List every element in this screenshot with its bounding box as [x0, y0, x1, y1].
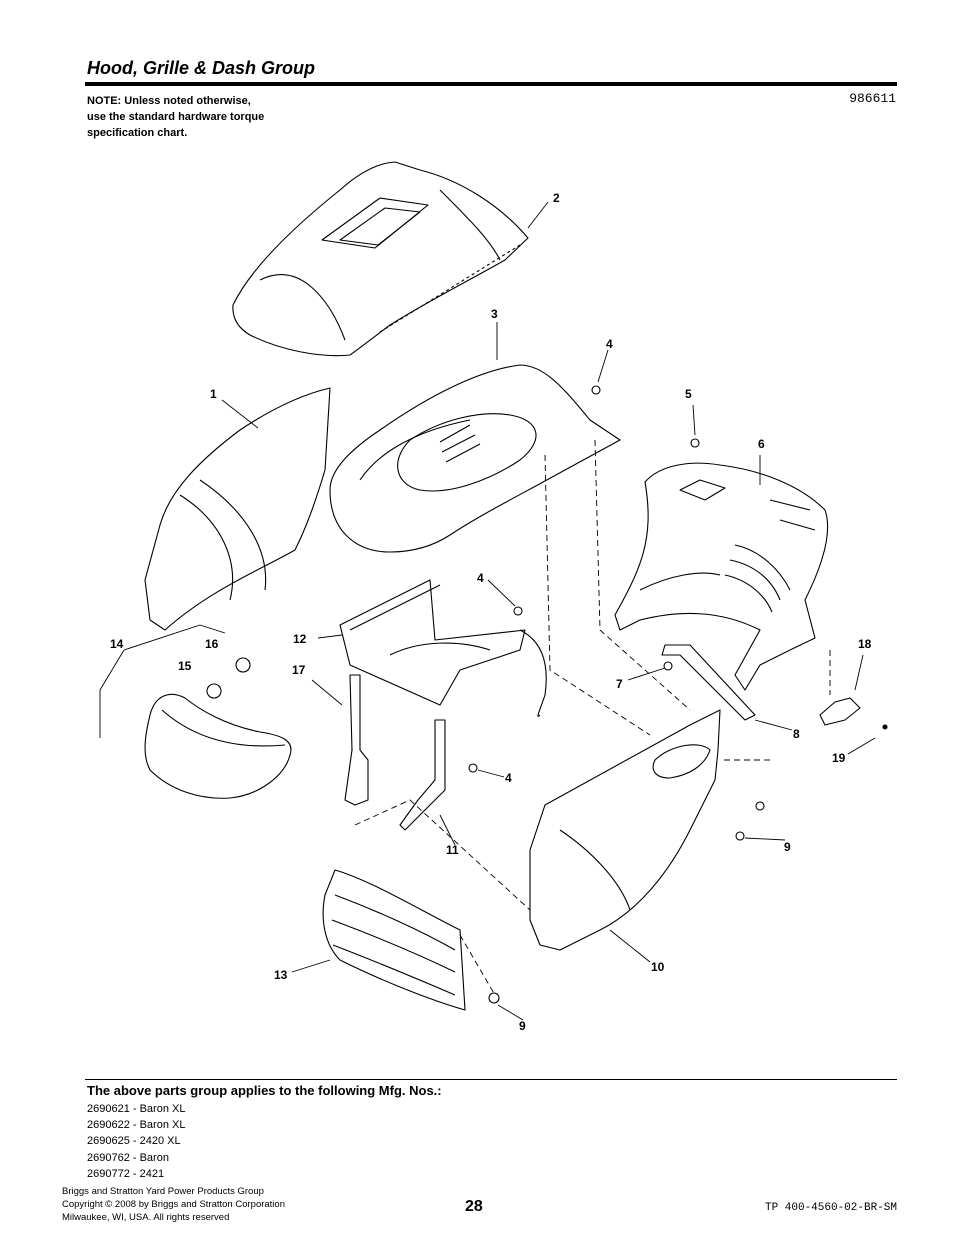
- company-line: Copyright © 2008 by Briggs and Stratton …: [62, 1199, 285, 1210]
- list-item: 2690621 - Baron XL: [87, 1103, 186, 1115]
- screw-part-4: [591, 385, 601, 395]
- company-info: Briggs and Stratton Yard Power Products …: [62, 1185, 285, 1224]
- side-panel-part: [144, 387, 331, 631]
- nut-part-9c: [488, 992, 500, 1004]
- nut-part-7: [663, 661, 673, 671]
- page-number: 28: [465, 1198, 483, 1215]
- callout-label: 18: [858, 637, 872, 651]
- callout-label: 1: [210, 387, 217, 401]
- section-rule: [85, 1079, 897, 1080]
- company-line: Milwaukee, WI, USA. All rights reserved: [62, 1212, 230, 1223]
- list-item: 2690772 - 2421: [87, 1167, 165, 1180]
- callout-label: 16: [205, 637, 219, 651]
- dash-part: [614, 462, 829, 691]
- list-item: 2690625 - 2420 XL: [87, 1135, 181, 1148]
- bracket-part-17: [344, 674, 369, 806]
- callout-label: 4: [606, 337, 613, 351]
- grille-part: [322, 869, 466, 1011]
- callout-label: 4: [477, 571, 484, 585]
- callout-label: 3: [491, 307, 498, 321]
- side-cover-part: [529, 709, 721, 951]
- assembly-lines: [354, 439, 831, 996]
- support-bar-part: [661, 644, 756, 721]
- battery-box-part: [339, 579, 547, 717]
- callout-label: 8: [793, 727, 800, 741]
- hood-base-part: [329, 364, 621, 553]
- callout-label: 2: [553, 191, 560, 205]
- callout-label: 11: [446, 843, 459, 857]
- hood-top-part: [232, 161, 529, 357]
- note-line: specification chart.: [87, 127, 188, 139]
- screw-part-4b: [513, 606, 523, 616]
- callout-label: 17: [292, 663, 306, 677]
- exploded-parts-diagram: 1 2 3 4 4 4 5 6 7 8 9 9 10 11 12 13 14 1…: [99, 161, 888, 1033]
- callout-label: 12: [293, 632, 307, 646]
- title-rule: [85, 82, 897, 86]
- callout-label: 14: [110, 637, 124, 651]
- list-item: 2690762 - Baron: [87, 1151, 169, 1164]
- callout-label: 19: [832, 751, 846, 765]
- nut-part-9a: [755, 801, 765, 811]
- nut-part-9b: [735, 831, 745, 841]
- callout-label: 7: [616, 677, 623, 691]
- nut-part-16: [235, 657, 251, 673]
- callout-label: 5: [685, 387, 692, 401]
- list-item: 2690622 - Baron XL: [87, 1119, 186, 1132]
- clip-part-18: [819, 697, 861, 726]
- diagram-number: 986611: [849, 91, 896, 106]
- callout-label: 9: [519, 1019, 526, 1033]
- applies-heading: The above parts group applies to the fol…: [87, 1083, 442, 1098]
- doc-number: TP 400-4560-02-BR-SM: [764, 1202, 897, 1214]
- screw-part-4c: [468, 763, 478, 773]
- leader-lines: [99, 201, 876, 1021]
- note-line: use the standard hardware torque: [87, 111, 265, 123]
- screw-part-5: [690, 438, 700, 448]
- callout-label: 6: [758, 437, 765, 451]
- note-line: NOTE: Unless noted otherwise,: [87, 95, 251, 107]
- bumper-part: [144, 693, 292, 799]
- company-line: Briggs and Stratton Yard Power Products …: [62, 1186, 264, 1197]
- callout-label: 4: [505, 771, 512, 785]
- screw-part-19: [882, 724, 888, 730]
- model-list: 2690621 - Baron XL 2690622 - Baron XL 26…: [87, 1101, 185, 1182]
- torque-note: NOTE: Unless noted otherwise, use the st…: [87, 93, 347, 141]
- bracket-part-11: [399, 719, 446, 831]
- callout-label: 10: [651, 960, 665, 974]
- callout-label: 13: [274, 968, 288, 982]
- page-title: Hood, Grille & Dash Group: [87, 58, 316, 78]
- callout-label: 9: [784, 840, 791, 854]
- callout-label: 15: [178, 659, 192, 673]
- bolt-part-15: [206, 683, 222, 699]
